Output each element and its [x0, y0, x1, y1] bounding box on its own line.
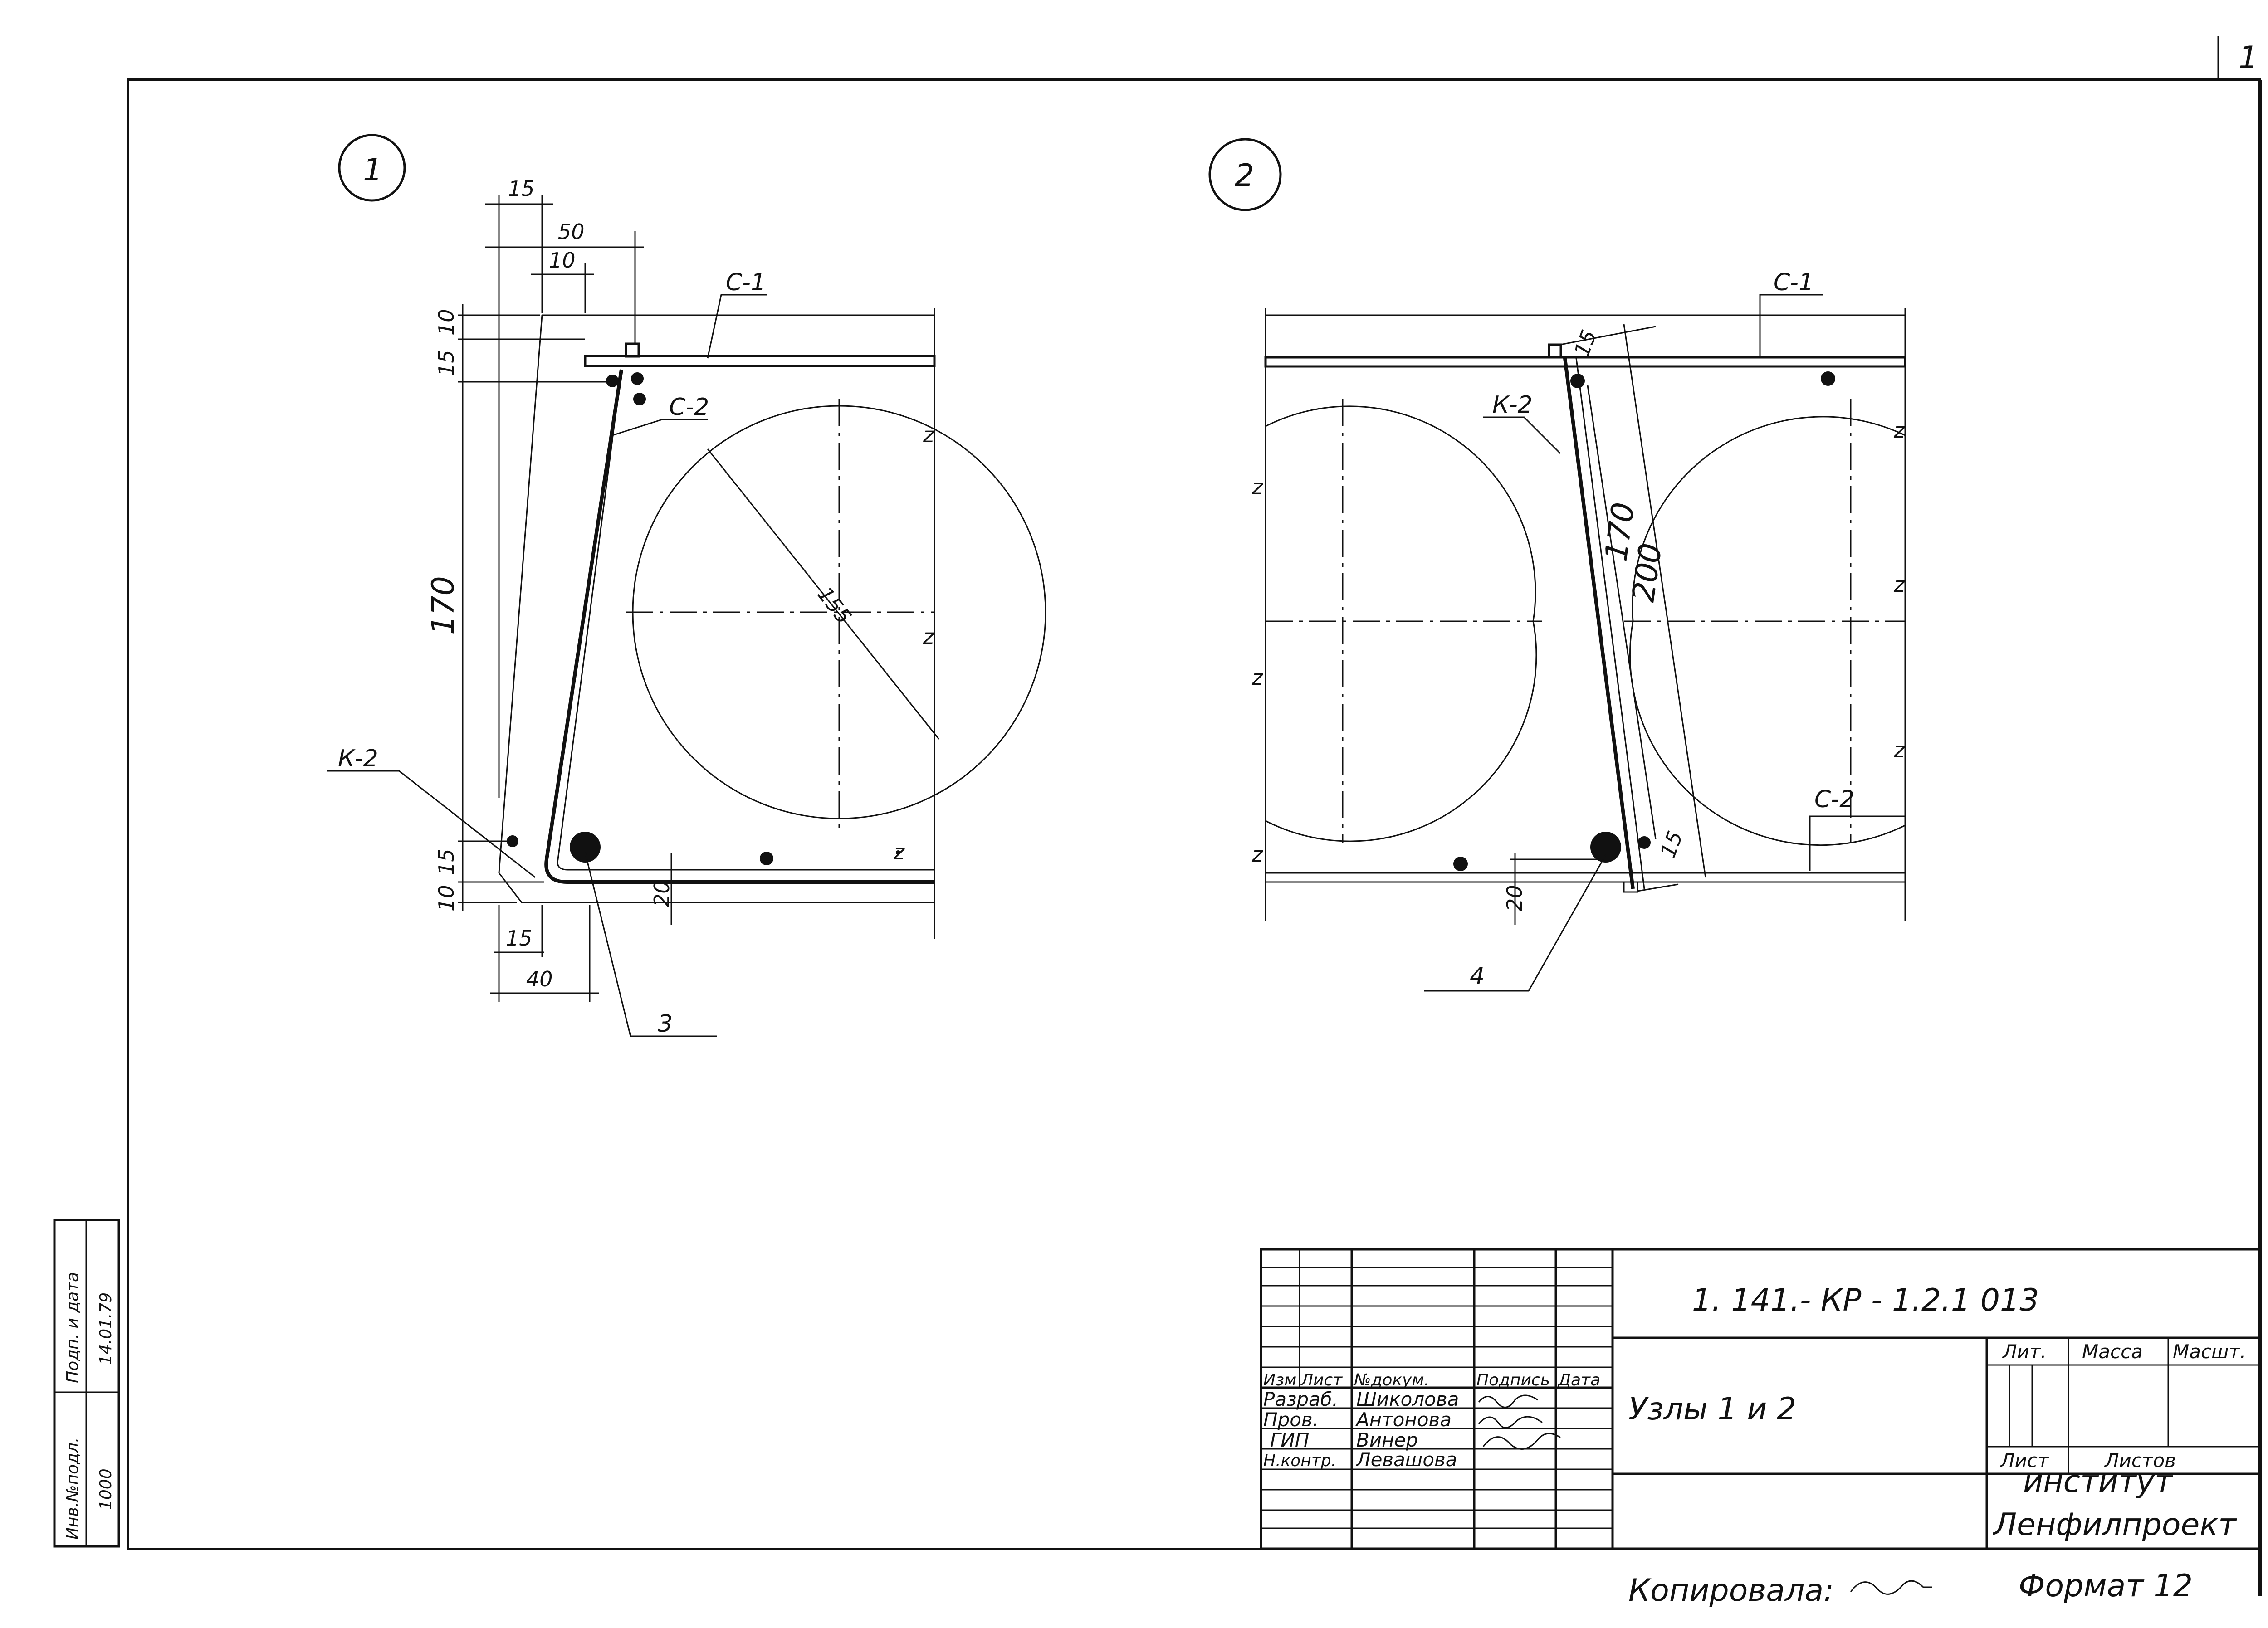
side-stamp-sign-label: Подп. и дата [64, 1272, 82, 1383]
node-2-edge-mark: z [1893, 418, 1905, 443]
node-2-marker-circle [1208, 138, 1282, 211]
sheet-corner-mark: 1 [2239, 40, 2258, 76]
node-1-edge-mark: z [923, 423, 934, 447]
node-1-dim-10-top: 10 [434, 309, 459, 336]
node-1-label-c1: С-1 [726, 269, 766, 296]
node-1-dim-170: 170 [425, 576, 461, 635]
node-2-edge-mark: z [1893, 572, 1905, 597]
node-1-dim-40: 40 [526, 967, 553, 991]
node-1-label-item-3: 3 [658, 1010, 673, 1038]
drawing-title: Узлы 1 и 2 [1628, 1391, 1796, 1427]
node-1-side-face [498, 315, 934, 903]
node-1-dim-15-top: 15 [508, 176, 535, 201]
node-2-label-c2: С-2 [1814, 786, 1854, 813]
node-2-rebar [1570, 374, 1585, 388]
role-name: Левашова [1355, 1448, 1457, 1471]
role-label: Разраб. [1263, 1388, 1338, 1410]
copied-by-signature [1850, 1580, 1932, 1595]
title-block: 1. 141.- КР - 1.2.1 013 Узлы 1 и 2 Изм Л… [1260, 1248, 2260, 1550]
node-2-void-left [1265, 399, 1542, 843]
node-2-label-k2: К-2 [1492, 391, 1533, 419]
node-1-marker-circle [338, 134, 406, 202]
node-2-rebar [1821, 371, 1835, 386]
node-2-dim-200: 200 [1626, 541, 1669, 604]
node-2-rebar [1453, 857, 1468, 871]
node-2-frame-k2 [1563, 358, 1635, 889]
node-1-dim-10-upper: 10 [549, 248, 576, 273]
node-2-dim-20: 20 [1502, 885, 1527, 911]
signatures [1478, 1394, 1561, 1450]
side-stamp: Инв.№подл. 1000 Подп. и дата 14.01.79 [53, 1219, 120, 1548]
node-1-rebar-large [570, 832, 601, 863]
node-1-dim-50: 50 [558, 219, 585, 244]
role-label: Н.контр. [1263, 1452, 1336, 1470]
sheets-header: Листов [2104, 1449, 2176, 1472]
node-2-label-c1: С-1 [1774, 269, 1813, 296]
node-1-dim-15-lower: 15 [434, 848, 459, 875]
node-1-labels: С-1 С-2 К-2 3 [327, 269, 767, 1038]
node-2-dim-15-top: 15 [1569, 327, 1602, 360]
node-2-edge-mark: z [1893, 738, 1905, 762]
node-1-label-c2: С-2 [669, 394, 709, 421]
side-stamp-sign-value: 14.01.79 [97, 1292, 115, 1365]
node-2-label-item-4: 4 [1470, 963, 1485, 990]
role-name: Антонова [1355, 1409, 1452, 1431]
side-stamp-inv-value: 1000 [97, 1468, 115, 1510]
header-izm: Изм [1263, 1371, 1296, 1389]
node-2-dim-15-bottom: 15 [1656, 828, 1688, 861]
org-line-1: институт [2023, 1464, 2174, 1500]
node-1-marker: 1 [363, 152, 382, 188]
node-2-rebar-large [1590, 832, 1621, 863]
node-1-edge-mark: z [893, 840, 905, 864]
header-list: Лист [1300, 1371, 1343, 1389]
node-2-dimensions: 15 170 200 15 20 [1502, 324, 1706, 925]
format-label: Формат 12 [2019, 1568, 2193, 1604]
node-2-rebar [1638, 836, 1651, 849]
lit-header: Лит. [2002, 1340, 2047, 1363]
node-2-dim-170: 170 [1598, 500, 1642, 564]
role-name: Шиколова [1356, 1388, 1459, 1410]
node-1-rebar [606, 375, 619, 387]
node-1-rebar [760, 852, 773, 865]
node-1: 1 155 10 [327, 134, 1046, 1038]
role-label: ГИП [1270, 1429, 1309, 1451]
role-name: Винер [1356, 1429, 1418, 1451]
node-2-labels: С-1 К-2 С-2 4 [1424, 269, 1905, 992]
header-signature: Подпись [1476, 1371, 1550, 1389]
sheet-frame: 1 [127, 36, 2262, 1596]
header-date: Дата [1557, 1371, 1600, 1389]
node-2-mesh-c1 [1264, 356, 1906, 368]
node-1-rebar [507, 835, 518, 847]
node-2-edge-mark: z [1251, 665, 1263, 690]
sheet-header: Лист [1999, 1449, 2049, 1472]
node-1-dim-15-left: 15 [434, 350, 459, 376]
org-line-2: Ленфилпроект [1992, 1507, 2237, 1543]
node-1-dim-10-lower: 10 [434, 885, 459, 911]
header-doc-no: №докум. [1353, 1371, 1429, 1389]
node-2-marker: 2 [1235, 158, 1254, 194]
node-2: 2 15 [1208, 138, 1906, 992]
node-2-void-right [1624, 399, 1906, 846]
node-1-label-k2: К-2 [338, 745, 378, 772]
scale-header: Масшт. [2173, 1340, 2246, 1363]
side-stamp-inv-label: Инв.№подл. [64, 1438, 82, 1540]
sheet-footer: Копировала: Формат 12 [1628, 1568, 2193, 1609]
node-1-frame-k2 [544, 369, 934, 884]
node-1-dim-15-bottom: 15 [506, 926, 533, 950]
node-1-radius-line [707, 448, 940, 740]
node-1-mesh-c1 [584, 355, 936, 367]
node-2-edge-mark: z [1251, 475, 1263, 499]
node-1-dim-20: 20 [650, 880, 674, 907]
doc-code: 1. 141.- КР - 1.2.1 013 [1692, 1282, 2039, 1318]
node-1-rebar [633, 393, 646, 405]
mass-header: Масса [2082, 1340, 2143, 1363]
node-1-dimensions: 10 15 170 15 10 15 50 10 15 40 20 [425, 176, 674, 1002]
node-1-edge-mark: z [923, 624, 934, 649]
node-1-rebar [631, 372, 644, 385]
copied-by-label: Копировала: [1628, 1573, 1834, 1609]
node-2-edge-mark: z [1251, 842, 1263, 867]
role-label: Пров. [1263, 1409, 1319, 1431]
